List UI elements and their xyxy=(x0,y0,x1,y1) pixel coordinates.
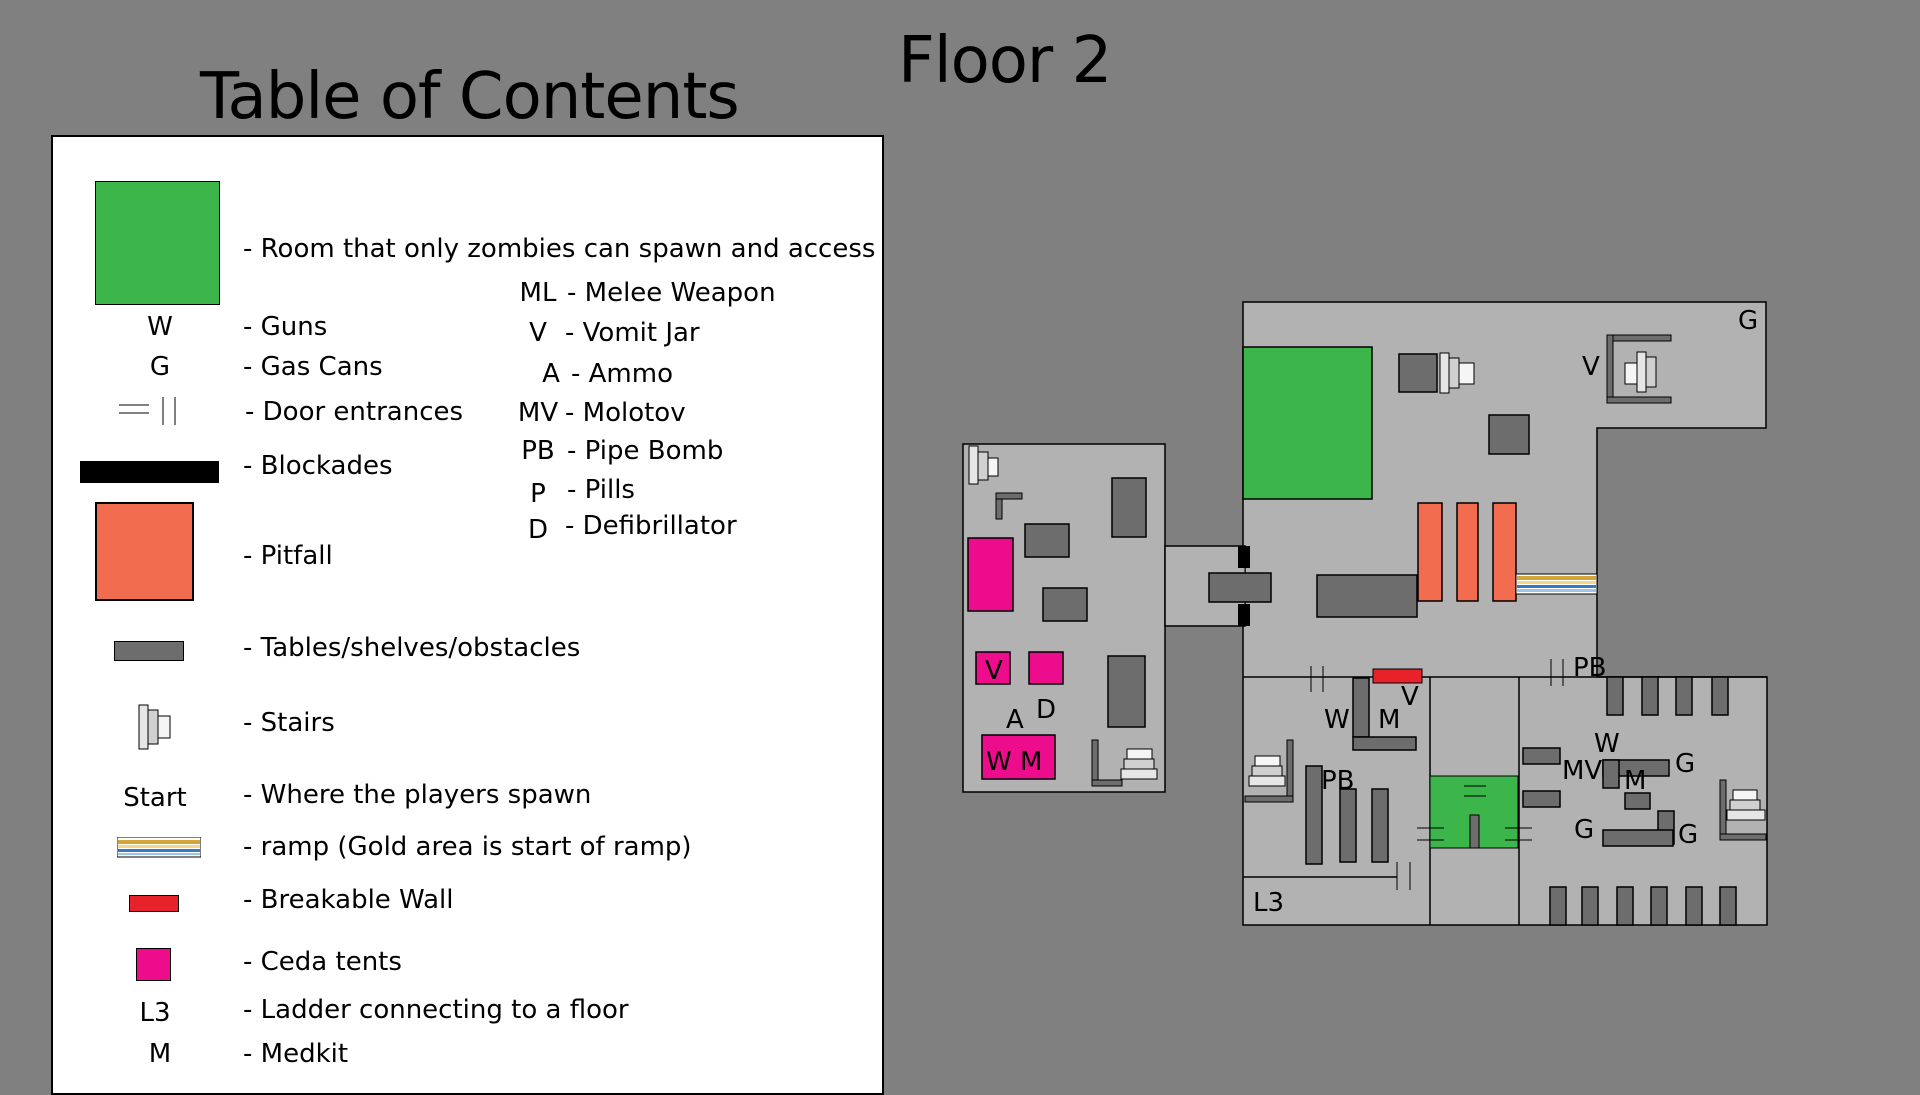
tables-label: - Tables/shelves/obstacles xyxy=(243,633,581,663)
legend-panel: - Room that only zombies can spawn and a… xyxy=(51,135,884,1095)
obstacle-swatch xyxy=(114,641,184,661)
pills-label: - Pills xyxy=(567,475,635,505)
breakable-label: - Breakable Wall xyxy=(243,885,454,915)
molotov-label: - Molotov xyxy=(565,398,686,428)
pipebomb-label: - Pipe Bomb xyxy=(567,436,724,466)
map-label-ladder: L3 xyxy=(1253,888,1284,918)
map-label-defib: D xyxy=(1036,695,1056,725)
guns-label: - Guns xyxy=(243,312,328,342)
melee-label: - Melee Weapon xyxy=(567,278,776,308)
stairs-icon xyxy=(1624,351,1657,393)
door-entrances xyxy=(1310,659,1564,890)
stairs-icon xyxy=(138,704,171,750)
pitfall-swatch xyxy=(95,502,194,601)
ramp-label: - ramp (Gold area is start of ramp) xyxy=(243,832,692,862)
ramp-icon xyxy=(117,837,201,858)
table-of-contents-title: Table of Contents xyxy=(200,60,740,134)
defib-symbol: D xyxy=(527,515,549,545)
ceda-tent-swatch xyxy=(136,948,171,981)
ceda-tents xyxy=(967,537,1064,780)
railings xyxy=(995,334,1767,841)
ladder-symbol: L3 xyxy=(139,998,171,1028)
pitfalls xyxy=(1417,502,1517,602)
medkit-symbol: M xyxy=(148,1039,172,1069)
floor-title: Floor 2 xyxy=(898,24,1112,98)
start-label: - Where the players spawn xyxy=(243,780,592,810)
stairs-label: - Stairs xyxy=(243,708,335,738)
vomit-label: - Vomit Jar xyxy=(565,318,700,348)
obstacle xyxy=(1469,814,1480,849)
map-label-vomit: V xyxy=(1582,352,1600,382)
map-label-ammo: A xyxy=(1006,705,1024,735)
stairs-icon xyxy=(1120,748,1158,780)
pills-symbol: P xyxy=(530,479,546,509)
breakable-wall-swatch xyxy=(129,895,179,912)
map-label-gas: G xyxy=(1574,815,1594,845)
map-label-guns-medkit: W M xyxy=(986,747,1042,777)
stairs-icon xyxy=(1439,352,1475,394)
breakable-wall xyxy=(1372,668,1423,684)
pipebomb-symbol: PB xyxy=(521,436,555,466)
obstacles xyxy=(1024,353,1737,926)
door-entrance-icon xyxy=(119,397,176,425)
ramp xyxy=(1515,573,1598,595)
medkit-label: - Medkit xyxy=(243,1039,349,1069)
map-label-molotov: MV xyxy=(1562,756,1602,786)
pitfall-label: - Pitfall xyxy=(243,541,333,571)
map-label-guns: W xyxy=(1324,705,1350,735)
gas-symbol: G xyxy=(149,352,171,382)
zombie-room-label: - Room that only zombies can spawn and a… xyxy=(243,234,876,264)
map-label-gas: G xyxy=(1675,749,1695,779)
ladder-label: - Ladder connecting to a floor xyxy=(243,995,629,1025)
map-label-pipebomb: PB xyxy=(1573,653,1607,683)
start-symbol: Start xyxy=(123,783,187,813)
blockade-swatch xyxy=(80,461,219,483)
map-label-guns: W xyxy=(1594,729,1620,759)
stairs-icon xyxy=(1248,755,1286,787)
molotov-symbol: MV xyxy=(517,398,559,428)
blockade xyxy=(1238,604,1250,626)
defib-label: - Defibrillator xyxy=(565,511,737,541)
ammo-label: - Ammo xyxy=(571,359,673,389)
map-label-vomit: V xyxy=(985,656,1003,686)
ceda-label: - Ceda tents xyxy=(243,947,402,977)
map-label-medkit: M xyxy=(1624,766,1646,796)
map-label-pipebomb: PB xyxy=(1321,766,1355,796)
melee-symbol: ML xyxy=(519,278,557,308)
stairs-icon xyxy=(1726,789,1766,821)
guns-symbol: W xyxy=(147,312,173,342)
stairs-icon xyxy=(968,445,999,485)
map-label-vomit: V xyxy=(1401,682,1419,712)
map-label-medkit: M xyxy=(1378,705,1400,735)
ammo-symbol: A xyxy=(542,359,560,389)
zombie-room xyxy=(1242,346,1373,500)
vomit-symbol: V xyxy=(529,318,547,348)
doors-label: - Door entrances xyxy=(245,397,464,427)
zombie-room-swatch xyxy=(95,181,220,305)
blockade xyxy=(1238,546,1250,568)
map-label-gas: G xyxy=(1738,306,1758,336)
map-label-gas: G xyxy=(1678,820,1698,850)
blockades-label: - Blockades xyxy=(243,451,393,481)
gas-label: - Gas Cans xyxy=(243,352,383,382)
